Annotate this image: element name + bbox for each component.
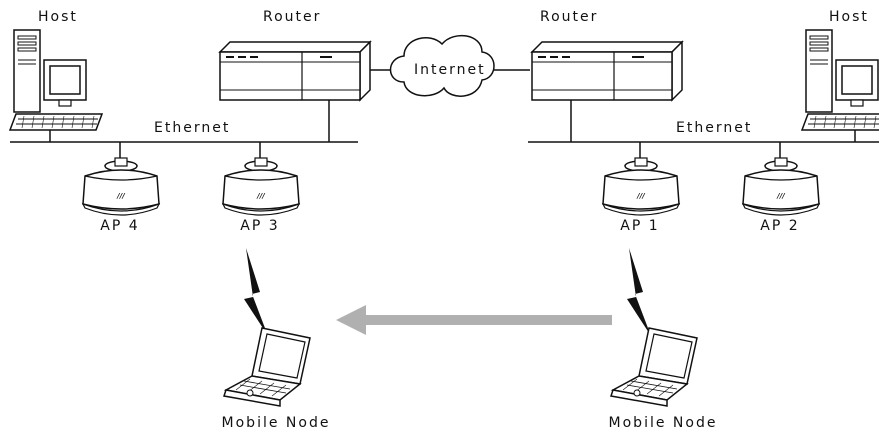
- mobile-node-right-label: Mobile Node: [608, 415, 718, 431]
- internet-cloud-icon: [389, 34, 495, 97]
- ap4-label: AP 4: [100, 218, 140, 234]
- access-point-3-icon: [222, 157, 300, 216]
- host-right-icon: [801, 29, 879, 131]
- host-left-label: Host: [38, 9, 78, 25]
- router-left-icon: [219, 41, 371, 101]
- handoff-arrow-head: [336, 305, 366, 335]
- wireless-link-left-icon: [244, 248, 268, 336]
- ap2-label: AP 2: [760, 218, 800, 234]
- router-left-label: Router: [263, 9, 322, 25]
- ethernet-right-label: Ethernet: [676, 120, 753, 136]
- router-right-label: Router: [540, 9, 599, 25]
- host-left-icon: [9, 29, 103, 131]
- handoff-arrow-shaft: [362, 315, 612, 325]
- access-point-2-icon: [742, 157, 820, 216]
- mobile-node-right-icon: [610, 327, 698, 407]
- mobile-node-left-label: Mobile Node: [221, 415, 331, 431]
- ethernet-left-label: Ethernet: [154, 120, 231, 136]
- ap1-label: AP 1: [620, 218, 660, 234]
- wireless-link-right-icon: [627, 248, 651, 336]
- mobile-node-left-icon: [223, 327, 311, 407]
- host-right-label: Host: [829, 9, 869, 25]
- router-right-icon: [531, 41, 683, 101]
- ap3-label: AP 3: [240, 218, 280, 234]
- access-point-4-icon: [82, 157, 160, 216]
- access-point-1-icon: [602, 157, 680, 216]
- internet-label: Internet: [414, 62, 486, 78]
